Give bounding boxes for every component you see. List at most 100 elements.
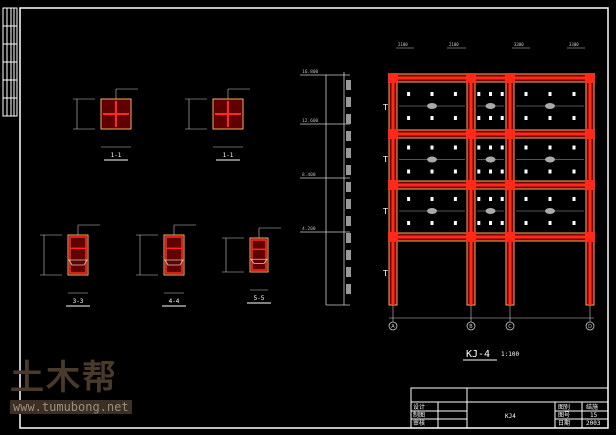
axis-bubble bbox=[466, 321, 476, 331]
rebar-number bbox=[489, 92, 492, 96]
dimension-mark bbox=[346, 165, 351, 175]
rebar-number bbox=[500, 92, 504, 96]
left-title-strip bbox=[2, 7, 18, 117]
dimension-mark bbox=[346, 114, 351, 124]
tb-value-date: 2003 bbox=[586, 420, 601, 427]
section-detail: 4-4 bbox=[136, 224, 196, 307]
rebar-number bbox=[477, 116, 481, 120]
rebar-number bbox=[572, 116, 576, 120]
rebar-number bbox=[500, 169, 504, 174]
level-label: 8.400 bbox=[302, 172, 316, 178]
section-label: 1-1 bbox=[111, 152, 122, 159]
axis-label: C bbox=[508, 324, 512, 330]
axis-label: A bbox=[391, 324, 395, 330]
stirrup bbox=[165, 236, 183, 274]
haunch bbox=[250, 258, 268, 264]
rebar-number bbox=[407, 92, 411, 96]
rebar-tag bbox=[545, 103, 555, 109]
beam-column-joint bbox=[505, 129, 515, 139]
beam-column-joint bbox=[466, 73, 476, 83]
tb-drawing-name: KJ4 bbox=[505, 413, 516, 420]
rebar-number bbox=[548, 116, 552, 120]
rebar-tag bbox=[545, 156, 555, 163]
rebar-number bbox=[572, 169, 576, 174]
rebar-tag bbox=[427, 156, 437, 163]
rebar-number bbox=[453, 197, 457, 201]
tb-label-date: 日期 bbox=[558, 419, 570, 427]
dimension-mark bbox=[346, 216, 351, 226]
tb-label-check: 审核 bbox=[413, 419, 425, 427]
beam-column-joint bbox=[388, 129, 398, 139]
rebar-number bbox=[524, 197, 528, 201]
beam-column-joint bbox=[466, 180, 476, 190]
rebar-number bbox=[407, 221, 411, 225]
dimension-mark bbox=[346, 148, 351, 158]
tb-label-type: 图别 bbox=[558, 403, 570, 411]
rebar-number bbox=[489, 197, 492, 201]
rebar-number bbox=[524, 92, 528, 96]
rebar-number bbox=[407, 145, 411, 150]
support-mark: T bbox=[382, 269, 388, 278]
beam-column-joint bbox=[388, 232, 398, 242]
rebar-number bbox=[548, 145, 552, 150]
beam-column-joint bbox=[466, 129, 476, 139]
rebar-number bbox=[500, 221, 504, 225]
frame-title: KJ-4 bbox=[466, 349, 490, 360]
beam-column-joint bbox=[505, 232, 515, 242]
dimension-mark bbox=[346, 267, 351, 277]
rebar-number bbox=[548, 92, 552, 96]
tb-label-design: 设计 bbox=[413, 403, 425, 411]
dimension-mark bbox=[346, 284, 351, 294]
rebar-number bbox=[572, 145, 576, 150]
beam-column-joint bbox=[585, 129, 595, 139]
level-label: 12.600 bbox=[302, 118, 319, 124]
axis-bubble bbox=[505, 321, 515, 331]
rebar-number bbox=[548, 197, 552, 201]
rebar-number bbox=[477, 169, 481, 174]
level-label: 4.200 bbox=[302, 226, 316, 232]
rebar-number bbox=[407, 169, 411, 174]
span-label: 2100 bbox=[398, 42, 408, 47]
rebar-number bbox=[572, 197, 576, 201]
rebar-number bbox=[430, 169, 434, 174]
frame-scale: 1:100 bbox=[501, 351, 519, 358]
rebar-number bbox=[477, 145, 481, 150]
support-mark: T bbox=[382, 155, 388, 164]
beam-column-joint bbox=[585, 232, 595, 242]
beam-column-joint bbox=[505, 73, 515, 83]
rebar-number bbox=[524, 221, 528, 225]
section-detail: 3-3 bbox=[40, 224, 100, 307]
rebar-number bbox=[524, 116, 528, 120]
section-label: 5-5 bbox=[254, 295, 265, 302]
watermark: 土木帮 www.tumubong.net bbox=[10, 360, 132, 415]
title-block bbox=[410, 387, 609, 429]
watermark-logo: 土木帮 bbox=[10, 358, 118, 398]
rebar-number bbox=[524, 169, 528, 174]
section-outline bbox=[163, 234, 185, 276]
rebar-number bbox=[489, 116, 492, 120]
rebar-number bbox=[477, 197, 481, 201]
rebar-number bbox=[572, 221, 576, 225]
dimension-mark bbox=[346, 182, 351, 192]
section-detail: 1-1 bbox=[73, 88, 138, 161]
rebar-number bbox=[430, 145, 434, 150]
rebar-number bbox=[477, 221, 481, 225]
rebar-number bbox=[524, 145, 528, 150]
dimension-mark bbox=[346, 233, 351, 243]
axis-bubble bbox=[585, 321, 595, 331]
rebar-number bbox=[430, 116, 434, 120]
support-mark: T bbox=[382, 207, 388, 216]
section-label: 1-1 bbox=[223, 152, 234, 159]
drawing-border bbox=[19, 7, 609, 429]
rebar-number bbox=[477, 92, 481, 96]
level-label: 16.800 bbox=[302, 69, 319, 75]
beam-column-joint bbox=[388, 180, 398, 190]
stirrup bbox=[69, 236, 87, 274]
dimension-mark bbox=[346, 199, 351, 209]
beam-column-joint bbox=[585, 180, 595, 190]
axis-label: D bbox=[588, 324, 592, 330]
dimension-mark bbox=[346, 80, 351, 90]
rebar-number bbox=[430, 197, 434, 201]
